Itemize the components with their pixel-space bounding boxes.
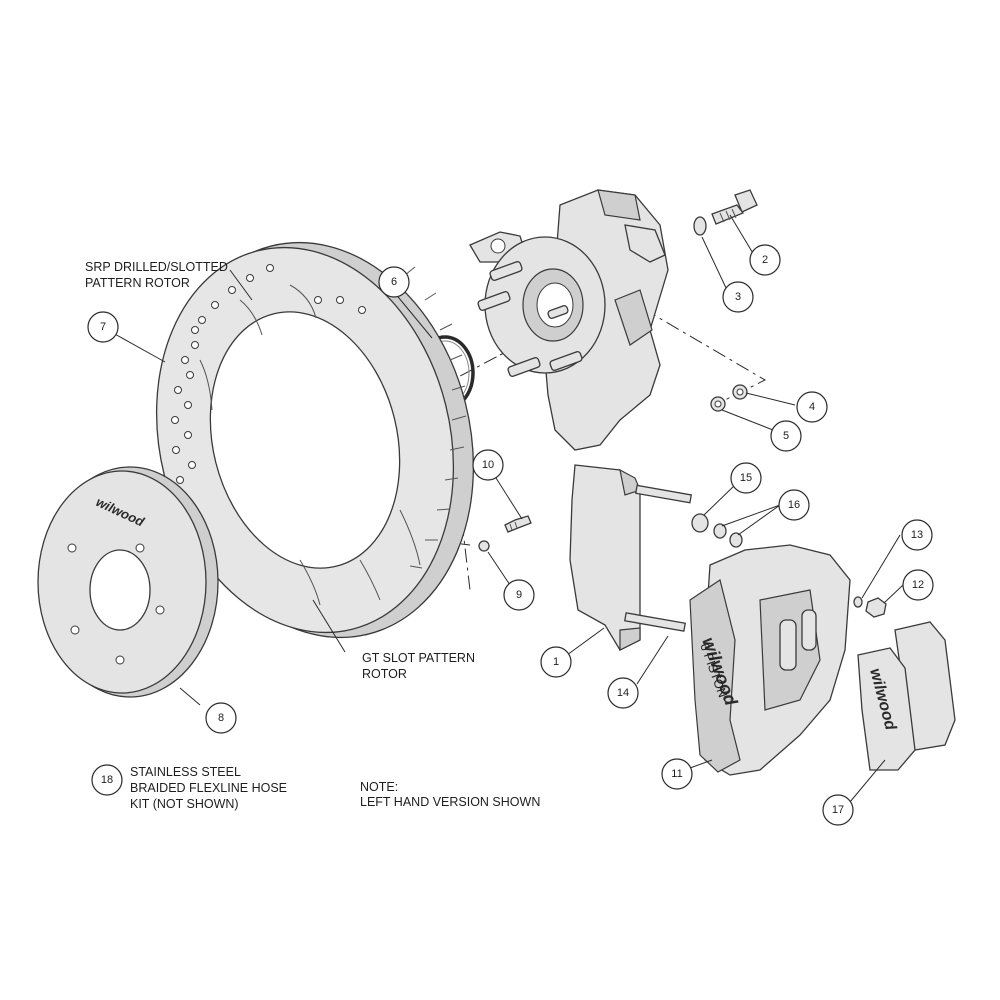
gt-rotor-label-line1: GT SLOT PATTERN [362,651,475,665]
callout-18: 18 [91,764,123,796]
svg-text:16: 16 [788,499,800,511]
callout-15: 15 [730,462,762,494]
callout-13: 13 [901,519,933,551]
svg-text:1: 1 [553,656,559,668]
callout-8: 8 [205,702,237,734]
hose-kit-label-line1: STAINLESS STEEL [130,765,241,779]
note-label-line2: LEFT HAND VERSION SHOWN [360,795,540,809]
nut-part-12 [865,597,887,618]
hat-part-8: wilwood [37,466,219,698]
svg-text:9: 9 [516,589,522,601]
hose-kit-label-line3: KIT (NOT SHOWN) [130,797,239,811]
leader-lines [112,214,904,803]
callout-3: 3 [722,281,754,313]
svg-text:18: 18 [101,774,113,786]
bolt-part-14 [624,612,686,632]
washer-part-13 [853,596,863,608]
callout-6: 6 [378,266,410,298]
gt-rotor-label-line2: ROTOR [362,667,407,681]
svg-text:12: 12 [912,579,924,591]
srp-rotor-label-line2: PATTERN ROTOR [85,276,190,290]
rotor-vanes [404,266,467,569]
callout-4: 4 [796,391,828,423]
svg-text:11: 11 [671,768,682,780]
callout-17: 17 [822,794,854,826]
callout-9: 9 [503,579,535,611]
svg-text:10: 10 [482,459,494,471]
washer-part-3 [693,216,707,236]
svg-text:4: 4 [809,401,815,413]
callout-7: 7 [87,311,119,343]
svg-text:14: 14 [617,687,629,699]
bolt-part-10 [504,515,532,533]
bolt-part-2 [711,189,758,225]
callout-11: 11 [661,758,693,790]
callout-5: 5 [770,420,802,452]
svg-text:3: 3 [735,291,741,303]
bracket-part-1 [569,464,641,651]
shims-part-16 [713,523,743,548]
svg-text:7: 7 [100,321,106,333]
callout-10: 10 [472,449,504,481]
hose-kit-label-line2: BRAIDED FLEXLINE HOSE [130,781,287,795]
callout-14: 14 [607,677,639,709]
note-label-line1: NOTE: [360,780,398,794]
bracket-stud-upper [634,484,693,504]
svg-text:15: 15 [740,472,752,484]
callout-2: 2 [749,244,781,276]
pads-part-17: wilwood [857,621,956,771]
svg-text:6: 6 [391,276,397,288]
svg-text:2: 2 [762,254,768,266]
callout-1: 1 [540,646,572,678]
callout-12: 12 [902,569,934,601]
svg-text:13: 13 [911,529,923,541]
svg-text:5: 5 [783,430,789,442]
spacer-part-15 [691,513,709,533]
svg-text:8: 8 [218,712,224,724]
callout-16: 16 [778,489,810,521]
hub-flange [477,236,606,377]
rotor-slots [199,284,421,606]
svg-text:17: 17 [832,804,844,816]
srp-rotor-label-line1: SRP DRILLED/SLOTTED [85,260,228,274]
washer-part-9 [478,540,490,552]
rotor-part-7 [155,241,475,639]
caliper-part-11: wilwood 6 PISTON [689,544,851,776]
